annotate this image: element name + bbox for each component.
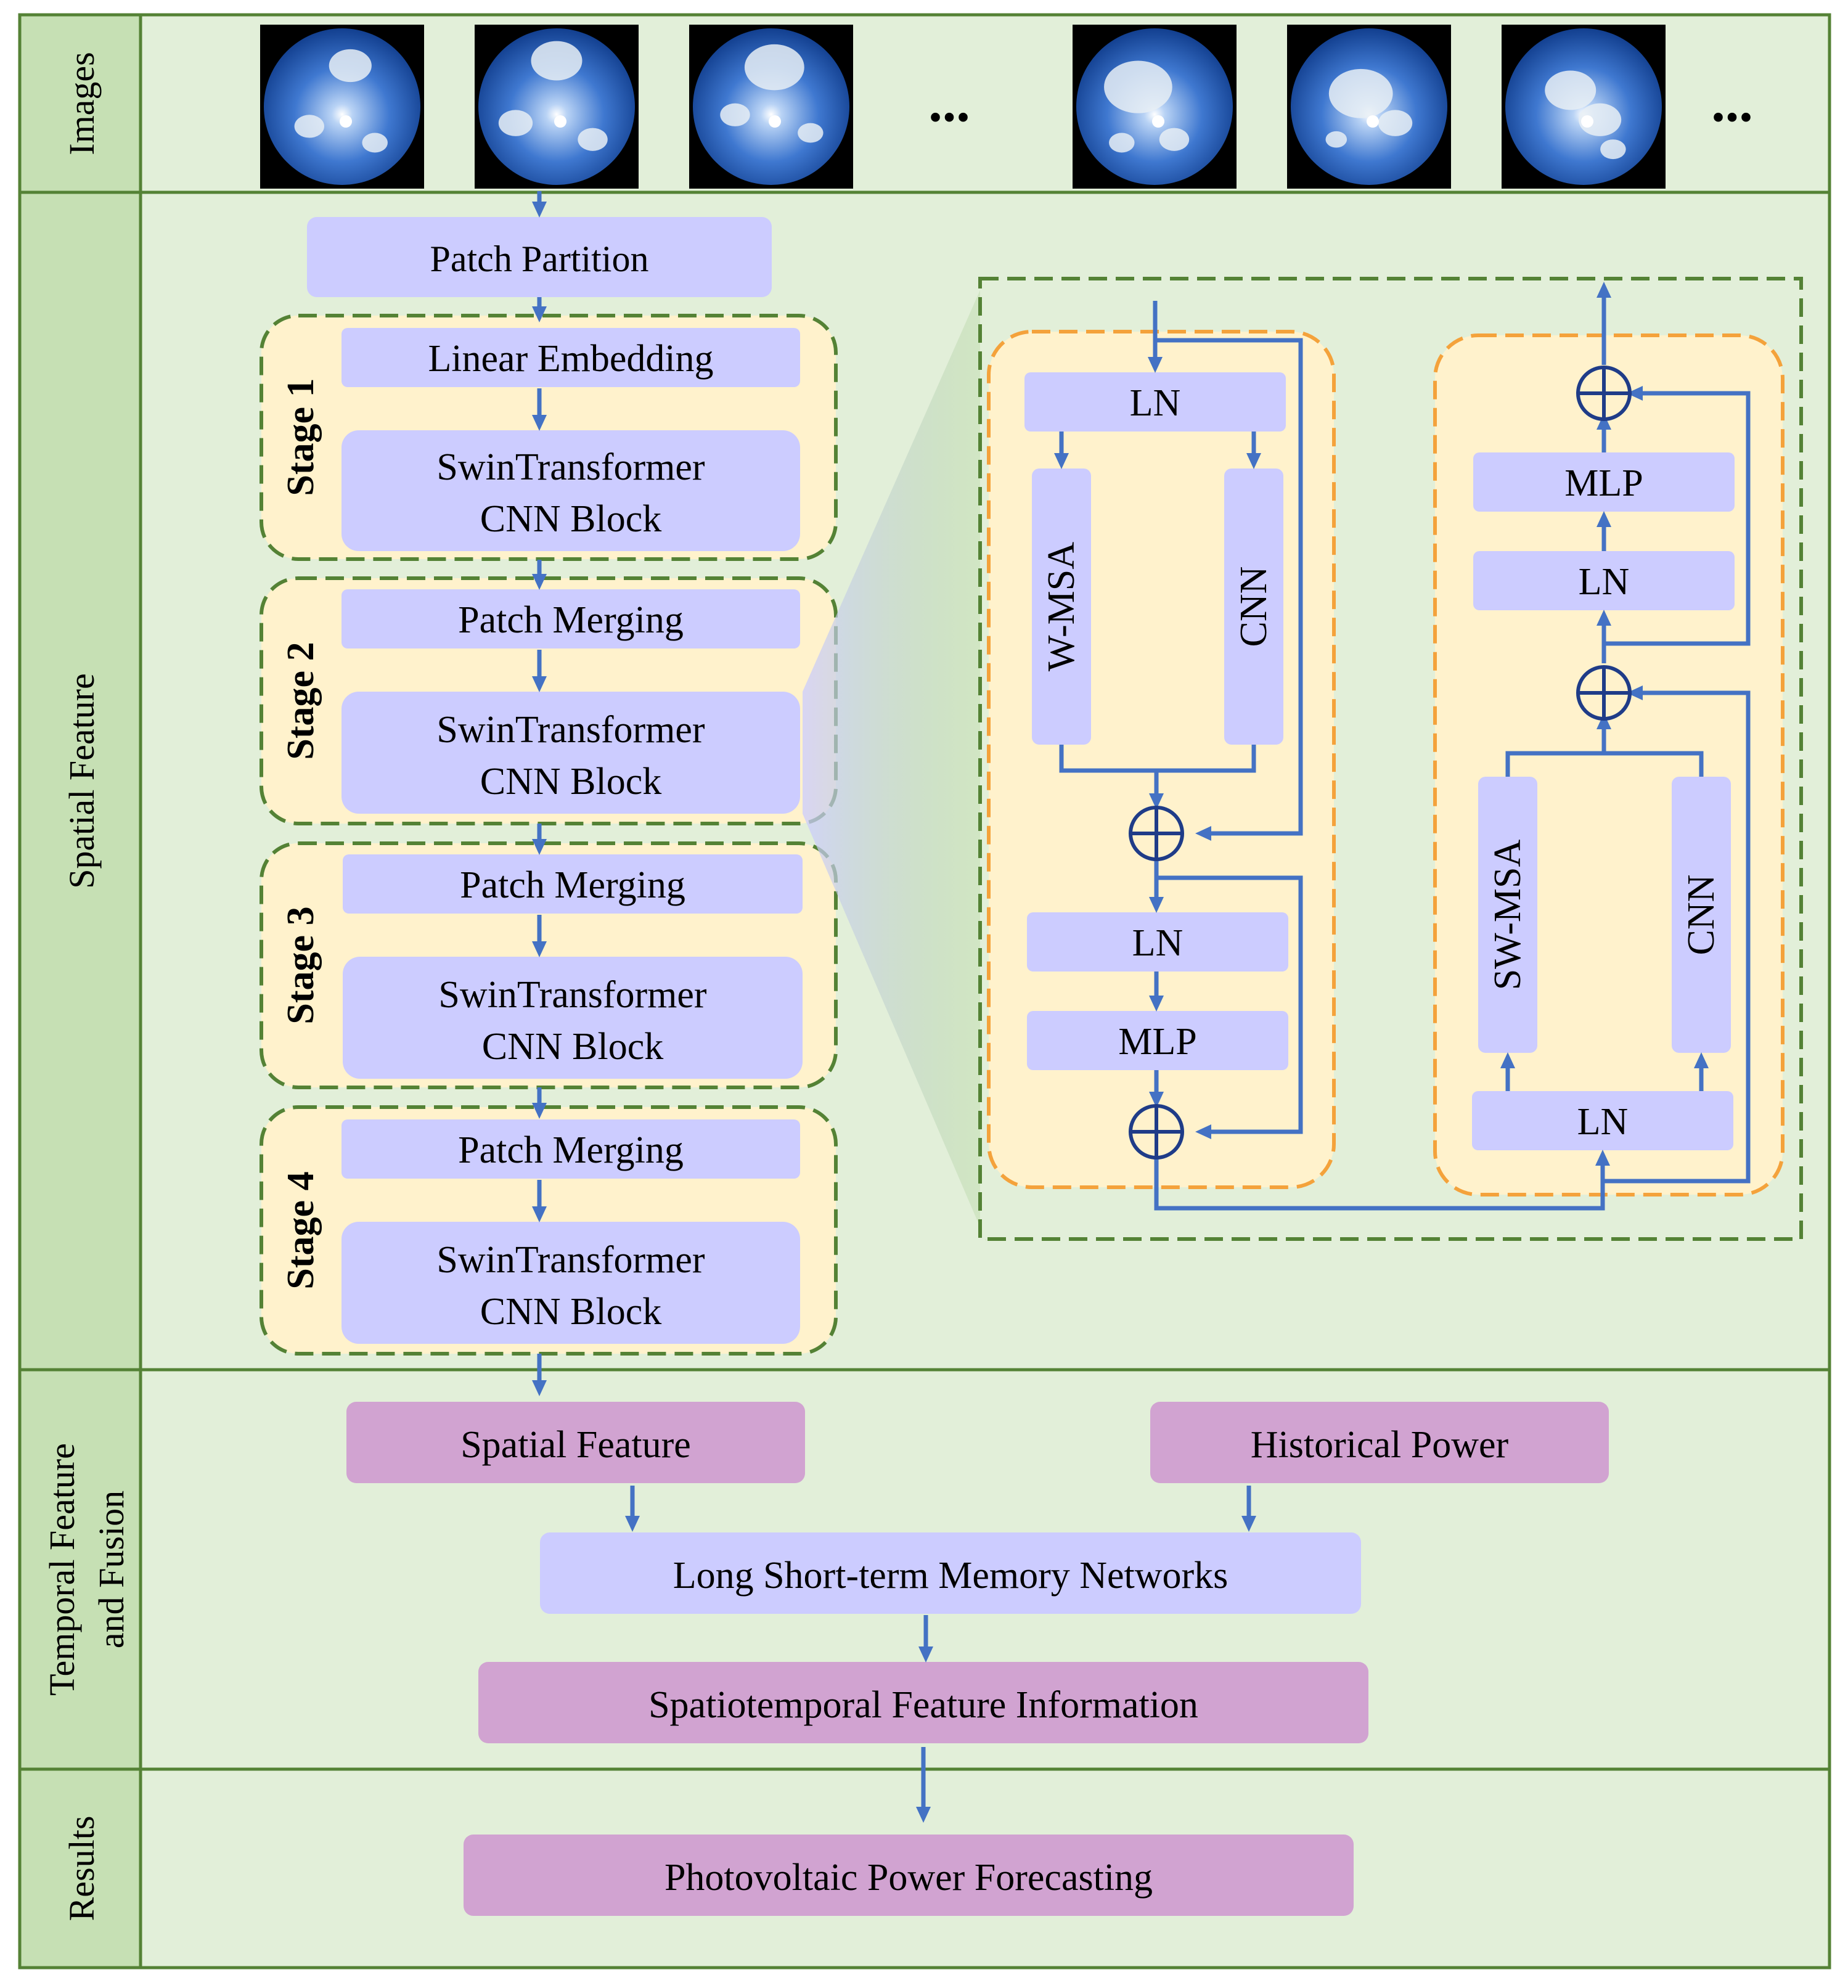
- stage-4-block-line1: SwinTransformer: [436, 1239, 705, 1281]
- detail-left-ln1-box: [1024, 372, 1286, 432]
- stage-1-label: Stage 1: [280, 378, 322, 496]
- sky-image: [1502, 25, 1666, 189]
- detail-right-swmsa-label: SW-MSA: [1487, 839, 1529, 990]
- stage-4-block-box: [341, 1222, 800, 1344]
- detail-left-cnn-label: CNN: [1233, 567, 1275, 647]
- detail-left-wmsa-label: W-MSA: [1041, 542, 1082, 671]
- sky-image: [1287, 25, 1451, 189]
- detail-left-mlp-box: [1027, 1011, 1288, 1070]
- detail-right-cnn-label: CNN: [1680, 875, 1722, 955]
- detail-left-ln1-label: LN: [1130, 382, 1181, 424]
- sky-image-row: [260, 25, 1666, 189]
- sky-image: [260, 25, 424, 189]
- sky-image: [1073, 25, 1237, 189]
- detail-right-cnn-box: [1672, 777, 1731, 1053]
- section-label-temporal-2: and Fusion: [91, 1491, 131, 1648]
- section-label-results: Results: [62, 1816, 102, 1921]
- detail-right-mlp-box: [1473, 452, 1735, 512]
- stage-3-top-label: Patch Merging: [460, 864, 685, 906]
- sky-image: [689, 25, 853, 189]
- stage-2-block-box: [341, 692, 800, 814]
- section-label-temporal-1: Temporal Feature: [42, 1443, 82, 1696]
- detail-right-mlp-label: MLP: [1564, 462, 1643, 504]
- add-icon: [1576, 366, 1632, 421]
- historical-power-label: Historical Power: [1251, 1424, 1509, 1466]
- add-icon: [1129, 806, 1184, 861]
- stage-3: Stage 3 Patch Merging SwinTransformer CN…: [260, 841, 838, 1089]
- stage-1-block-box: [341, 430, 800, 551]
- stage-3-label: Stage 3: [280, 906, 322, 1024]
- detail-right-swmsa-box: [1478, 777, 1537, 1053]
- stage-4-block-line2: CNN Block: [480, 1291, 662, 1333]
- patch-partition-label: Patch Partition: [430, 239, 649, 279]
- stage-1-top-box: [341, 328, 800, 387]
- adder-symbols: [1129, 366, 1632, 1160]
- detail-left-ln2-box: [1027, 912, 1288, 972]
- stage-2-block-line2: CNN Block: [480, 761, 662, 803]
- stage-3-top-box: [343, 854, 803, 914]
- stage-4: Stage 4 Patch Merging SwinTransformer CN…: [260, 1105, 838, 1356]
- add-icon: [1576, 665, 1632, 721]
- stage-1-top-label: Linear Embedding: [428, 338, 713, 380]
- stage-2-top-label: Patch Merging: [458, 599, 684, 641]
- spatial-feature-box: Spatial Feature: [346, 1402, 805, 1483]
- historical-power-box: Historical Power: [1150, 1402, 1609, 1483]
- stage-2-block-line1: SwinTransformer: [436, 709, 705, 751]
- stage-3-block-line2: CNN Block: [482, 1026, 664, 1068]
- zoom-wedge: [803, 276, 986, 1241]
- add-icon: [1129, 1104, 1184, 1160]
- stage-1-block-line2: CNN Block: [480, 498, 662, 540]
- stage-3-block-box: [343, 957, 803, 1079]
- images-ellipsis-2: ...: [1711, 72, 1753, 133]
- lstm-box: Long Short-term Memory Networks: [540, 1532, 1361, 1614]
- stage-2: Stage 2 Patch Merging SwinTransformer CN…: [260, 576, 838, 825]
- detail-connectors: [1054, 282, 1751, 1211]
- detail-left-block: LN W-MSA CNN LN MLP: [987, 330, 1336, 1189]
- images-ellipsis-1: ...: [928, 72, 970, 133]
- stage-1-block-line1: SwinTransformer: [436, 446, 705, 488]
- detail-right-ln-bottom-label: LN: [1577, 1101, 1629, 1143]
- patch-partition-box: Patch Partition: [307, 217, 772, 297]
- detail-left-wmsa-box: [1032, 468, 1091, 745]
- fusion-arrows: [625, 1486, 1256, 1823]
- detail-left-ln2-label: LN: [1132, 922, 1184, 964]
- detail-right-ln-top-box: [1473, 551, 1735, 610]
- detail-left-mlp-label: MLP: [1118, 1021, 1196, 1063]
- lstm-label: Long Short-term Memory Networks: [673, 1555, 1229, 1597]
- section-label-images: Images: [62, 52, 102, 155]
- stage-4-top-box: [341, 1119, 800, 1179]
- stage-1: Stage 1 Linear Embedding SwinTransformer…: [260, 314, 838, 561]
- forecast-label: Photovoltaic Power Forecasting: [664, 1857, 1153, 1899]
- spatiotemporal-box: Spatiotemporal Feature Information: [478, 1662, 1368, 1743]
- forecast-box: Photovoltaic Power Forecasting: [464, 1835, 1354, 1916]
- sky-image: [475, 25, 639, 189]
- detail-right-block: MLP LN SW-MSA CNN LN: [1433, 333, 1785, 1196]
- detail-right-ln-bottom-box: [1472, 1091, 1733, 1150]
- detail-left-cnn-box: [1224, 468, 1283, 745]
- spatiotemporal-label: Spatiotemporal Feature Information: [648, 1684, 1198, 1726]
- spatial-feature-label: Spatial Feature: [460, 1424, 691, 1466]
- section-label-spatial: Spatial Feature: [62, 673, 102, 889]
- stage-4-label: Stage 4: [280, 1171, 322, 1289]
- stage-4-top-label: Patch Merging: [458, 1129, 684, 1171]
- stage-2-top-box: [341, 589, 800, 648]
- stage-2-label: Stage 2: [280, 642, 322, 759]
- detail-right-ln-top-label: LN: [1579, 561, 1630, 603]
- stage-3-block-line1: SwinTransformer: [438, 974, 707, 1016]
